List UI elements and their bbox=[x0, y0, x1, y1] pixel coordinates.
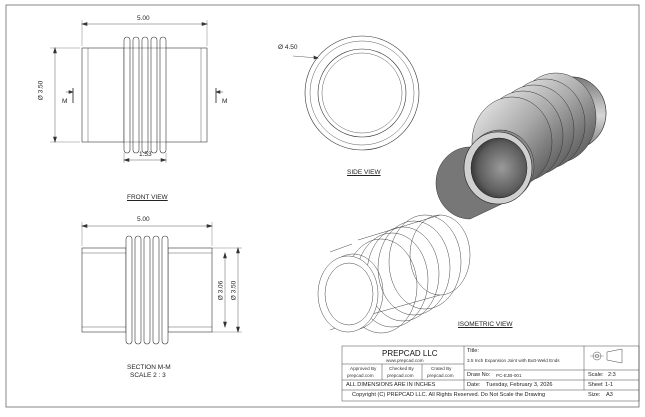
date-label: Date: bbox=[467, 382, 481, 388]
created-by-label: Crated By bbox=[431, 366, 452, 371]
front-dia-dim: Ø 3.50 bbox=[37, 80, 45, 101]
section-od-dim: Ø 3.50 bbox=[230, 280, 238, 301]
side-dia-dim: Ø 4.50 bbox=[278, 44, 298, 51]
company-name: PREPCAD LLC bbox=[382, 349, 438, 358]
draw-no-value: PC-EJB-001 bbox=[496, 373, 522, 378]
section-marker-right: M bbox=[222, 98, 228, 105]
side-view-label: SIDE VIEW bbox=[347, 169, 381, 176]
date-value: Tuesday, February 3, 2026 bbox=[486, 382, 553, 388]
scale-value: 2:3 bbox=[608, 372, 616, 378]
isometric-line-model bbox=[317, 214, 471, 334]
title-label: Title: bbox=[467, 348, 479, 354]
sheet-value: 1-1 bbox=[605, 382, 614, 388]
title-block bbox=[341, 345, 640, 402]
front-length-dim: 5.00 bbox=[137, 15, 150, 22]
size-label: Size: bbox=[588, 392, 601, 398]
section-view bbox=[80, 222, 242, 345]
scale-label: Scale: bbox=[588, 372, 604, 378]
drawing-title: 3.5 Inch Expansion Joint with Butt-Weld … bbox=[467, 358, 560, 363]
checked-by-value: prepcad.com bbox=[387, 373, 414, 378]
company-website[interactable]: www.prepcad.com bbox=[386, 358, 424, 363]
copyright-note: Copyright (C) PREPCAD LLC. All Rights Re… bbox=[352, 392, 546, 398]
size-value: A3 bbox=[606, 392, 613, 398]
side-view bbox=[292, 35, 420, 151]
units-note: ALL DIMENSIONS ARE IN INCHES bbox=[346, 382, 436, 388]
section-title-label: SECTION M-M bbox=[127, 364, 171, 371]
front-view bbox=[50, 20, 223, 163]
created-by-value: prepcad.com bbox=[427, 373, 454, 378]
approved-by-label: Approved By bbox=[350, 366, 377, 371]
sheet-border bbox=[5, 4, 640, 408]
isometric-view-label: ISOMETRIC VIEW bbox=[458, 321, 513, 328]
section-length-dim: 5.00 bbox=[137, 216, 150, 223]
checked-by-label: Checked By bbox=[389, 366, 414, 371]
section-id-dim: Ø 3.06 bbox=[217, 280, 225, 301]
front-bellows-dim: 1.53 bbox=[139, 151, 152, 158]
isometric-shaded-model bbox=[435, 72, 607, 220]
draw-no-label: Draw No: bbox=[467, 372, 491, 378]
section-scale-label: SCALE 2 : 3 bbox=[130, 372, 166, 379]
approved-by-value: prepcad.com bbox=[347, 373, 374, 378]
sheet-label: Sheet bbox=[588, 382, 603, 388]
section-marker-left: M bbox=[62, 98, 68, 105]
front-view-label: FRONT VIEW bbox=[127, 194, 168, 201]
